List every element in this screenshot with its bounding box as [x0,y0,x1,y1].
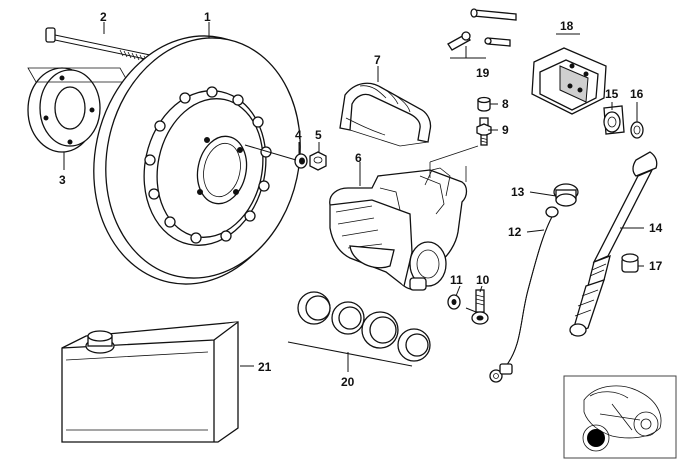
motorcycle-front-wheel-icon [582,385,662,452]
callout-12: 12 [508,225,522,239]
callout-5: 5 [315,128,322,142]
part-1-brake-disc [93,35,301,285]
callout-7: 7 [374,53,381,67]
part-11-washer [447,294,461,310]
callout-10: 10 [476,273,490,287]
callout-11: 11 [450,273,463,287]
part-12-brake-line [489,206,559,383]
callouts: 1 2 3 4 5 6 7 8 9 10 11 12 13 14 15 16 1… [59,10,663,389]
part-9-bleeder-valve [476,117,492,146]
callout-4: 4 [295,128,302,142]
part-7-retaining-spring [339,82,432,147]
callout-15: 15 [605,87,619,101]
callout-3: 3 [59,173,66,187]
callout-6: 6 [355,151,362,165]
part-13-grommet [553,183,579,207]
callout-9: 9 [502,123,509,137]
part-17-rubber-sleeve [621,253,639,273]
part-5-nut [309,151,327,171]
part-15-banjo-bolt [603,105,625,135]
vehicle-thumbnail [563,375,677,459]
part-14-brake-hose [569,151,658,337]
callout-19: 19 [476,66,490,80]
callout-8: 8 [502,97,509,111]
part-8-bleeder-cap [477,96,491,112]
callout-18: 18 [560,19,574,33]
part-3-spacer-ring [27,67,129,153]
callout-leaders [63,22,644,372]
callout-16: 16 [630,87,644,101]
part-18-brake-pads [531,47,607,115]
callout-21: 21 [258,360,272,374]
disc-rivets [144,86,272,244]
callout-1: 1 [204,10,211,24]
callout-2: 2 [100,10,107,24]
part-2-bolt [45,27,151,63]
callout-20: 20 [341,375,355,389]
part-21-brake-fluid-can [61,321,239,443]
part-10-caliper-bolt [465,289,489,325]
part-19-pins [447,8,517,51]
callout-14: 14 [649,221,663,235]
part-4-washer [294,153,308,169]
part-20-seal-rings [297,291,431,362]
part-6-brake-caliper [329,167,468,291]
part-16-sealing-washer [630,121,644,139]
callout-13: 13 [511,185,525,199]
callout-17: 17 [649,259,663,273]
